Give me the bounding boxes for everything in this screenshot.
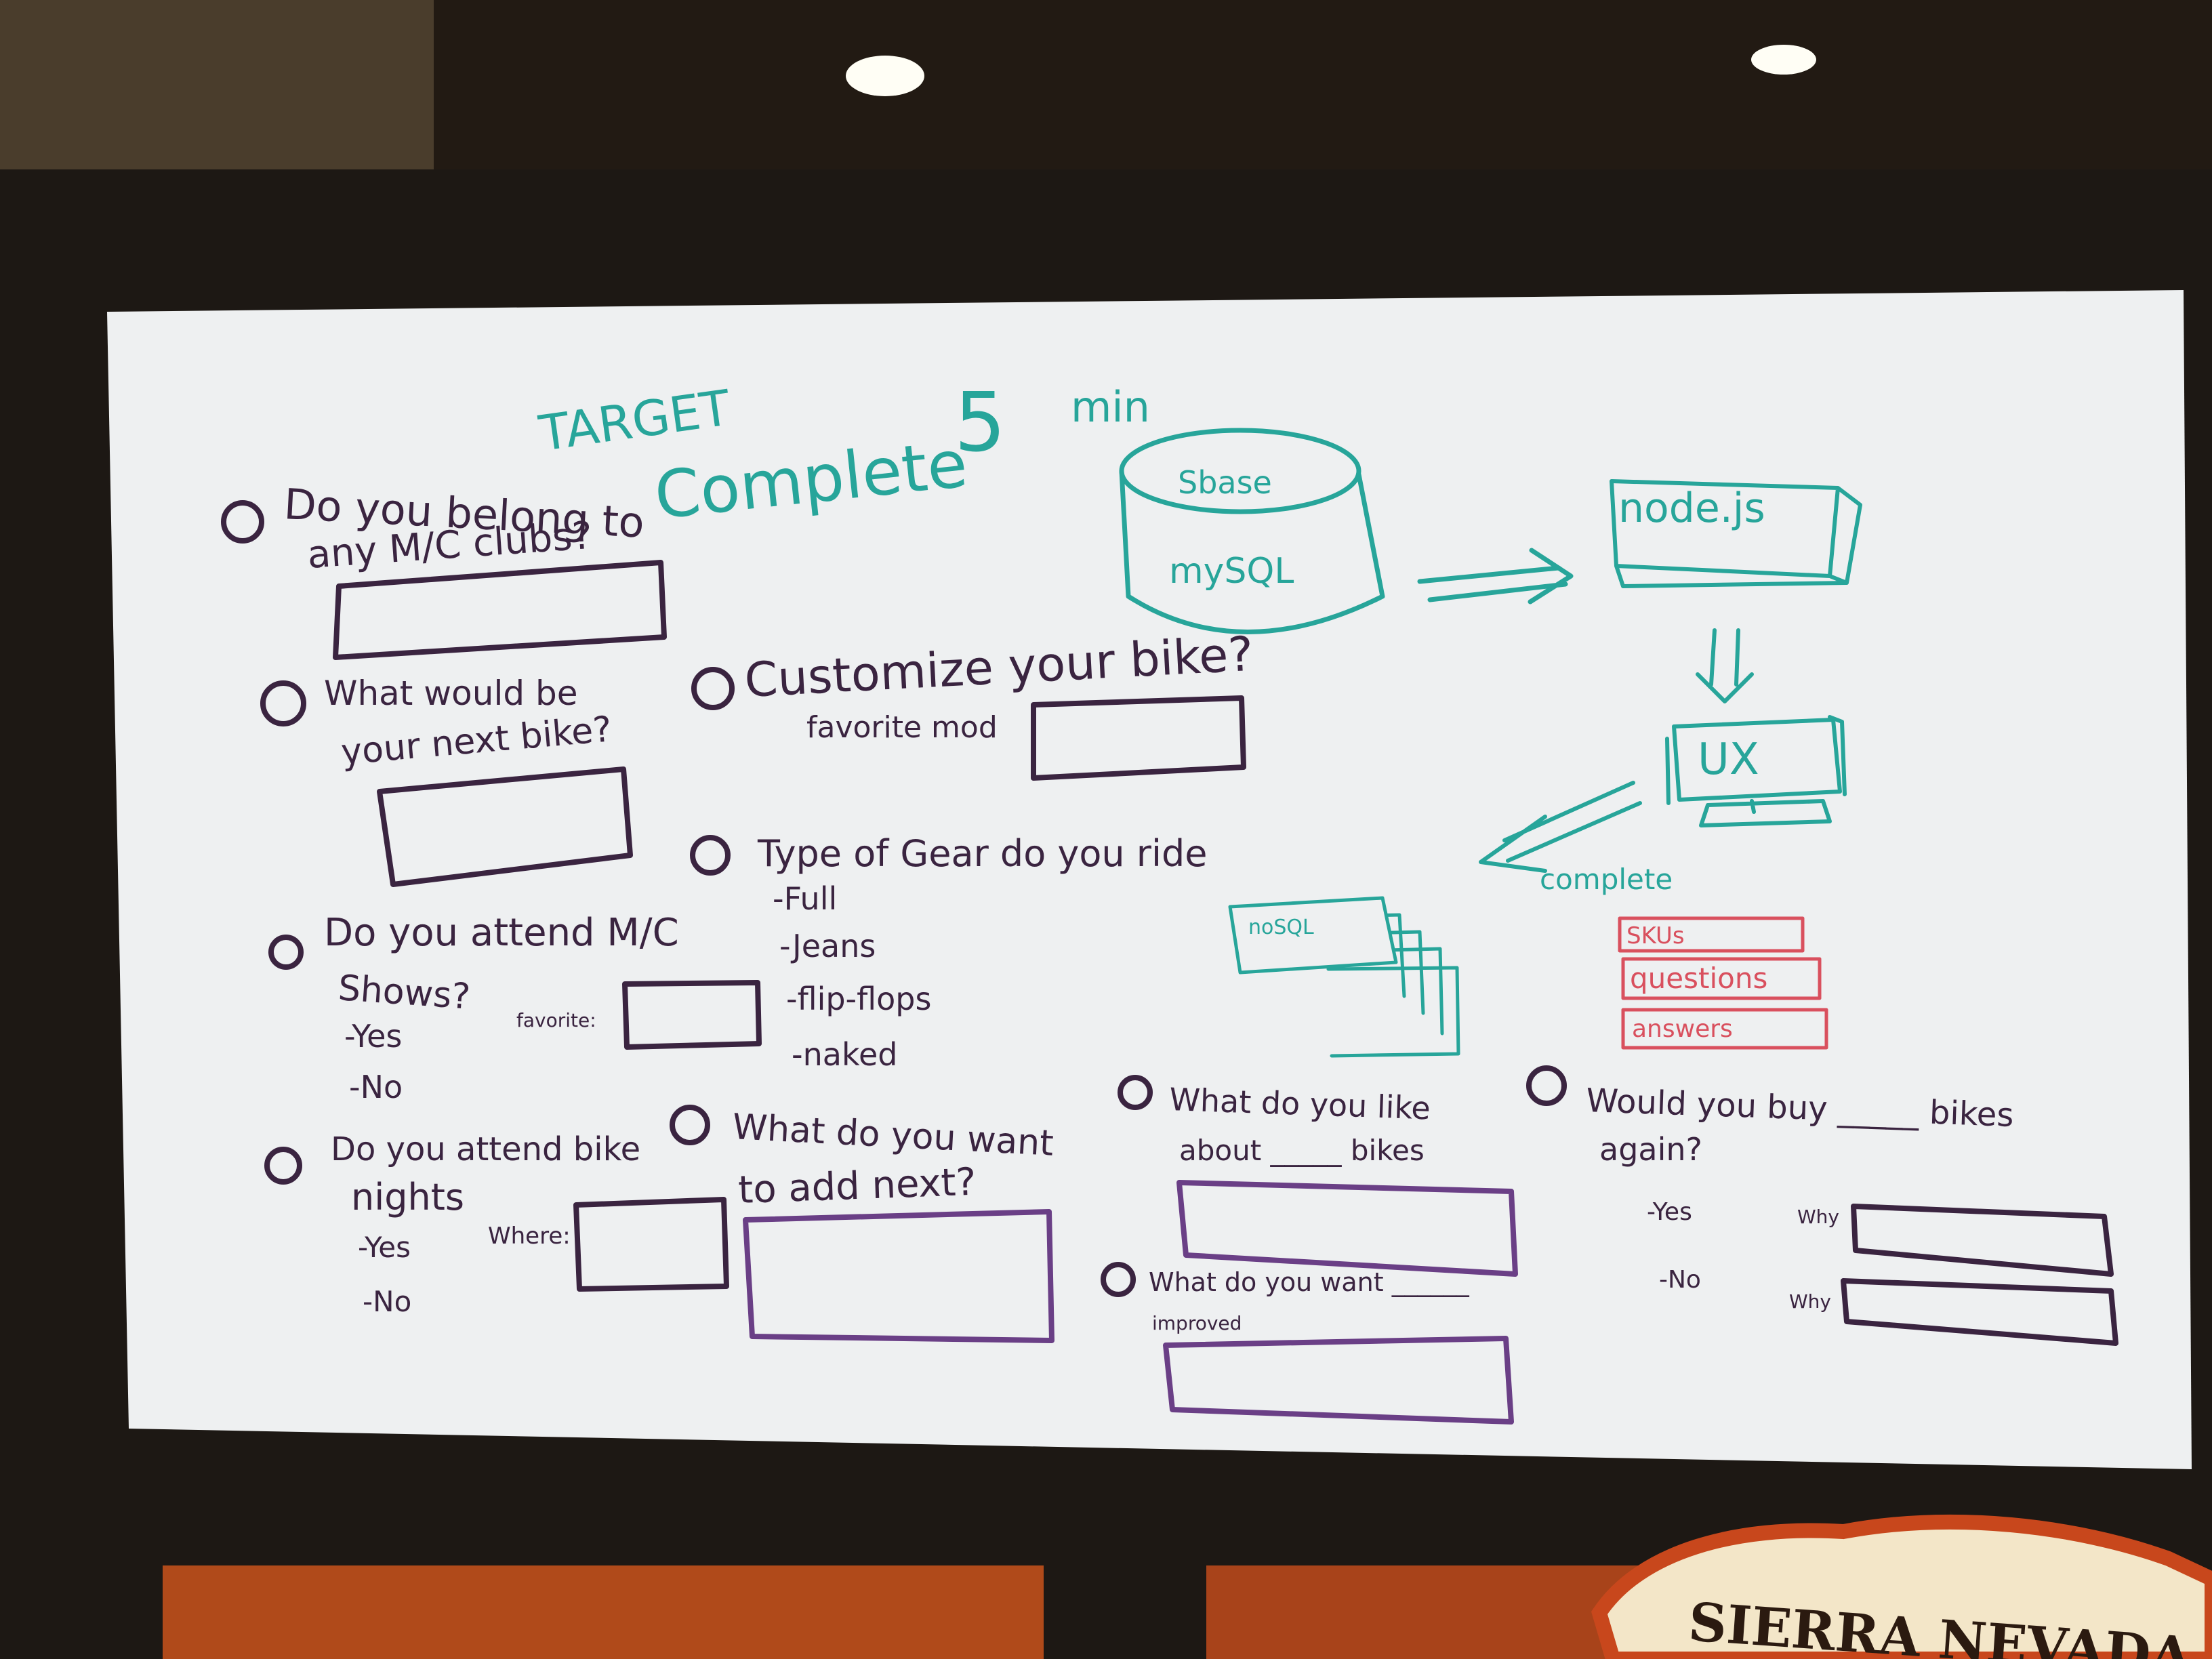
question-8: What do you like about _____ bikes <box>1118 1075 1518 1277</box>
table-answers-box <box>1621 1008 1828 1050</box>
sierra-nevada-sign: SIERRA NEVADA <box>1591 1514 2212 1659</box>
sign-shape <box>1591 1514 2212 1659</box>
radio-circle <box>221 500 264 544</box>
table-skus-box <box>1618 916 1805 953</box>
radio-circle <box>1101 1262 1136 1297</box>
answer-box <box>333 560 667 660</box>
architecture-diagram: Sbase mySQL node.js UX complete noSQL <box>1119 428 1862 1058</box>
question-6-line1: Do you attend bike <box>331 1130 640 1168</box>
answer-box <box>1163 1336 1514 1425</box>
question-10-no: -No <box>1659 1266 1701 1294</box>
radio-circle <box>268 935 304 970</box>
answer-box <box>622 980 762 1050</box>
question-6: Do you attend bike nights -Yes -No Where… <box>264 1130 729 1318</box>
question-10-line2: again? <box>1599 1131 1702 1168</box>
question-9-line1: What do you want ______ <box>1149 1267 1470 1297</box>
question-8-line1: What do you like <box>1169 1081 1431 1126</box>
cylinder-body <box>1119 468 1385 634</box>
database-cylinder: Sbase mySQL <box>1119 428 1385 634</box>
arrow-db-to-node <box>1417 548 1574 605</box>
header-min: min <box>1071 382 1150 432</box>
table-questions-box <box>1621 957 1822 1000</box>
question-5-item-1: -Full <box>773 880 837 917</box>
answer-box <box>573 1197 729 1292</box>
question-5-item-4: -naked <box>792 1036 897 1073</box>
question-7-line2: to add next? <box>737 1160 977 1212</box>
arrow-ux-to-complete <box>1479 781 1642 873</box>
ceiling-light-left <box>846 56 924 96</box>
complete-label: complete <box>1540 863 1673 896</box>
nosql-stack: noSQL <box>1228 896 1460 1058</box>
answer-box <box>1176 1180 1518 1277</box>
question-4-no: -No <box>349 1069 403 1105</box>
question-4-line2: Shows? <box>337 968 472 1017</box>
question-6-where-label: Where: <box>488 1223 571 1250</box>
stack-front <box>1228 896 1398 975</box>
db-label-bottom: mySQL <box>1169 551 1294 592</box>
radio-circle <box>260 680 306 726</box>
node-label: node.js <box>1618 485 1765 532</box>
table-questions: questions <box>1630 962 1767 995</box>
wall-left <box>0 0 434 176</box>
question-5: Type of Gear do you ride -Full -Jeans -f… <box>690 832 1208 1073</box>
question-9: What do you want ______ improved <box>1101 1262 1514 1425</box>
radio-circle <box>690 835 731 876</box>
radio-circle <box>691 667 735 710</box>
answer-box <box>743 1209 1054 1343</box>
question-4-favorite-label: favorite: <box>516 1009 596 1031</box>
question-4-line1: Do you attend M/C <box>324 911 679 955</box>
header-five: 5 <box>954 376 1006 470</box>
node-box-shape <box>1610 479 1862 588</box>
question-5-line1: Type of Gear do you ride <box>757 832 1208 875</box>
question-6-yes: -Yes <box>358 1231 411 1264</box>
radio-circle <box>1118 1075 1153 1110</box>
answer-box <box>1851 1204 2114 1277</box>
stack-back-4 <box>1326 966 1460 1058</box>
question-1: Do you belong to any M/C clubs? <box>221 479 667 660</box>
question-9-line2: improved <box>1152 1312 1242 1334</box>
monitor-shape <box>1665 715 1847 827</box>
answer-box <box>1031 695 1246 781</box>
question-3-sub: favorite mod <box>806 710 998 745</box>
radio-circle <box>1526 1065 1567 1106</box>
question-2-line1: What would be <box>324 674 577 713</box>
answer-box <box>377 766 633 887</box>
node-box: node.js <box>1610 479 1862 588</box>
question-4-yes: -Yes <box>344 1018 402 1054</box>
question-10-yes: -Yes <box>1647 1198 1692 1226</box>
arrow-node-to-ux <box>1696 628 1754 703</box>
table-skus: SKUs <box>1626 922 1685 949</box>
question-8-line2: about _____ bikes <box>1179 1134 1425 1167</box>
question-6-no: -No <box>363 1285 411 1318</box>
question-10-why-2: Why <box>1789 1290 1831 1313</box>
db-label-top: Sbase <box>1178 464 1272 501</box>
question-4: Do you attend M/C Shows? -Yes -No favori… <box>268 911 762 1105</box>
nosql-label: noSQL <box>1248 916 1314 939</box>
radio-circle <box>670 1105 710 1145</box>
ux-label: UX <box>1698 735 1759 785</box>
question-5-item-3: -flip-flops <box>786 981 931 1017</box>
question-6-line2: nights <box>351 1176 464 1218</box>
data-tables: SKUs questions answers <box>1618 916 1828 1050</box>
ux-monitor: UX <box>1665 715 1847 827</box>
cabinet-left <box>163 1565 1044 1659</box>
question-5-item-2: -Jeans <box>779 928 876 964</box>
ceiling-light-right <box>1751 45 1816 75</box>
answer-box <box>1841 1278 2118 1346</box>
question-10-why-1: Why <box>1797 1206 1839 1228</box>
radio-circle <box>264 1147 302 1185</box>
table-answers: answers <box>1632 1015 1733 1043</box>
